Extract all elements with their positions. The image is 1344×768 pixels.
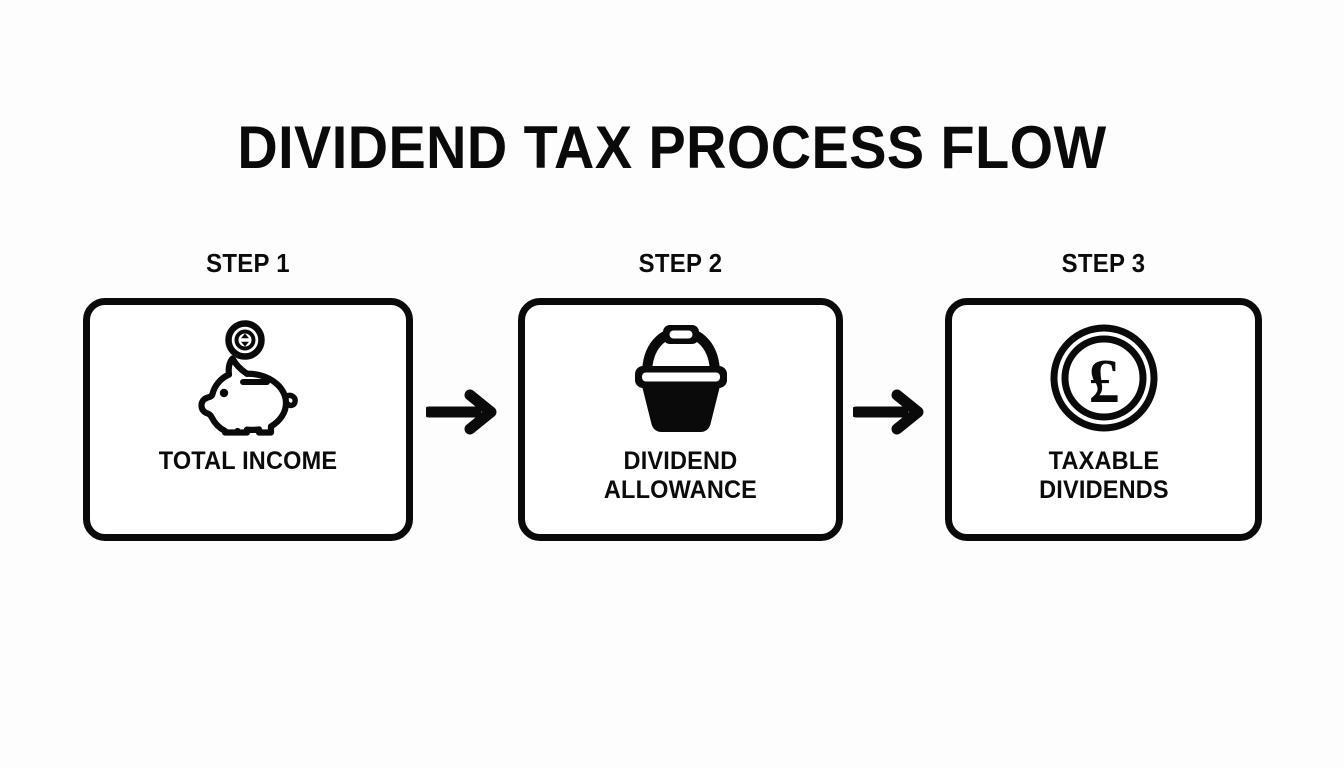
step-2-text-line-1: DIVIDEND [623,447,738,475]
process-step-2[interactable]: STEP 2 [518,250,843,542]
step-2-text: DIVIDEND ALLOWANCE [598,447,762,505]
step-3-text: TAXABLE DIVIDENDS [1033,447,1174,505]
page-title: DIVIDEND TAX PROCESS FLOW [237,114,1107,181]
step-3-text-line-1: TAXABLE [1048,447,1159,475]
step-1-label: STEP 1 [206,248,290,278]
step-2-text-line-2: ALLOWANCE [603,476,758,504]
step-1-text-line-1: TOTAL INCOME [158,447,338,475]
step-1-card[interactable]: TOTAL INCOME [83,298,413,541]
bucket-icon [629,319,733,437]
process-step-3[interactable]: STEP 3 £ TAXABLE DIVIDENDS [945,250,1262,542]
flow-arrow-1 [423,386,498,438]
step-3-label: STEP 3 [1061,248,1146,278]
step-2-label: STEP 2 [638,248,723,278]
step-1-text: TOTAL INCOME [153,447,343,476]
step-3-card[interactable]: £ TAXABLE DIVIDENDS [945,298,1262,541]
svg-text:£: £ [1088,348,1119,416]
process-flow-row: STEP 1 [70,250,1275,550]
flow-arrow-2 [850,386,925,438]
piggy-bank-icon [185,319,311,437]
pound-coin-icon: £ [1048,319,1160,437]
step-3-text-line-2: DIVIDENDS [1038,476,1169,504]
process-step-1[interactable]: STEP 1 [83,250,413,542]
step-2-card[interactable]: DIVIDEND ALLOWANCE [518,298,843,541]
